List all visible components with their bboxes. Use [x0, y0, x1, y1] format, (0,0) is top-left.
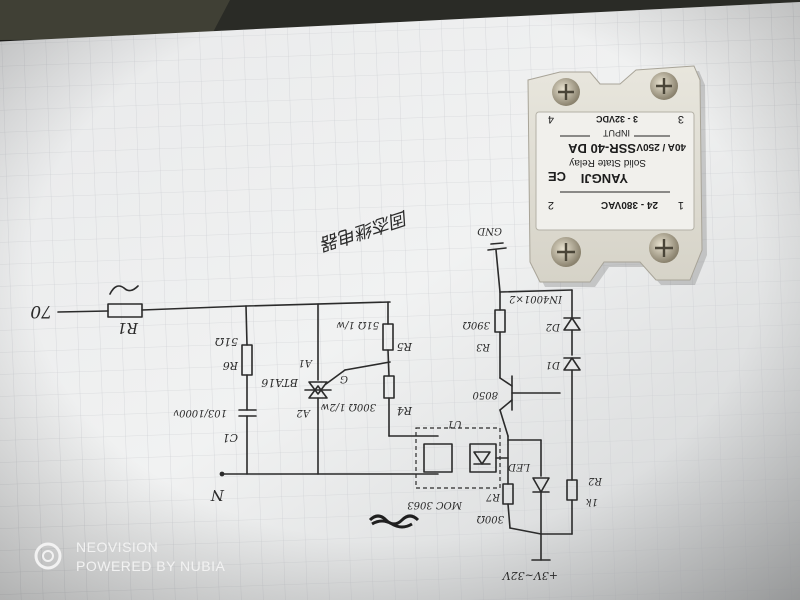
label-terminal-n: N — [210, 486, 225, 504]
label-led: LED — [508, 461, 531, 472]
label-vplus: +3V~32V — [502, 569, 558, 582]
label-c1-value: 103/1000v — [173, 407, 227, 418]
label-moc: MOC 3063 — [407, 499, 463, 510]
relay-rating: 40A / 250V — [636, 141, 686, 152]
label-r7-value: 300Ω — [477, 513, 504, 524]
relay-brand: YANGJI — [581, 171, 628, 186]
label-r4: R4 — [397, 404, 413, 417]
label-r2-value: 1k — [586, 496, 598, 507]
label-r4-value: 300Ω 1/2w — [320, 401, 376, 412]
label-a1: A1 — [298, 357, 313, 368]
relay-model: SSR-40 DA — [567, 141, 636, 156]
label-c1: C1 — [223, 431, 238, 444]
label-r3: R3 — [476, 341, 491, 352]
label-r6: R6 — [223, 359, 239, 372]
circuit-sketch: R1 70 R6 51Ω C1 103/1000v A1 A2 G BTA16 — [30, 206, 603, 582]
led-symbol — [532, 477, 550, 493]
solid-state-relay: 1 24 - 380VAC 2 YANGJI CE Solid State Re… — [527, 65, 707, 287]
label-u1: U1 — [447, 418, 462, 429]
label-r7: R7 — [485, 491, 501, 502]
relay-term2: 2 — [548, 199, 554, 211]
label-diode-part: IN4001×2 — [509, 293, 563, 304]
neovision-logo-icon — [34, 542, 62, 570]
label-r3-value: 390Ω — [463, 319, 490, 330]
label-r5-value: 51Ω 1/w — [336, 319, 379, 330]
relay-term1: 1 — [678, 199, 684, 211]
background-objects — [0, 0, 230, 40]
camera-watermark: NEOVISION POWERED BY NUBIA — [34, 539, 225, 574]
label-g: G — [340, 373, 348, 384]
relay-ce-mark: CE — [548, 169, 566, 184]
watermark-line1: NEOVISION — [76, 539, 158, 555]
label-d2: D2 — [546, 321, 561, 332]
relay-output-range: 24 - 380VAC — [601, 199, 658, 210]
watermark-line2: POWERED BY NUBIA — [76, 558, 225, 574]
label-q1: 8050 — [472, 389, 498, 400]
label-d1: D1 — [546, 359, 561, 370]
relay-input-range: 3 - 32VDC — [595, 114, 638, 124]
label-triac: BTA16 — [261, 376, 299, 389]
relay-term3: 3 — [678, 113, 684, 125]
ink-scribble — [368, 514, 420, 529]
label-r1: R1 — [117, 319, 139, 337]
label-r5: R5 — [397, 340, 413, 353]
label-r6-value: 51Ω — [215, 335, 238, 348]
relay-term4: 4 — [548, 113, 554, 125]
triac-symbol — [308, 381, 328, 395]
relay-type: Solid State Relay — [569, 157, 646, 168]
label-gnd: GND — [477, 225, 502, 236]
relay-input-label: INPUT — [602, 128, 630, 138]
label-r2: R2 — [588, 475, 603, 486]
label-a2: A2 — [296, 407, 311, 418]
label-terminal-in: 70 — [30, 301, 52, 321]
